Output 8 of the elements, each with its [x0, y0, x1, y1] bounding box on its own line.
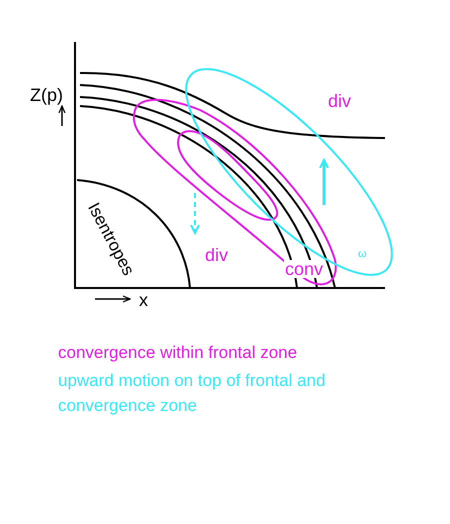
caption-text: convergence within frontal zone: [58, 342, 298, 364]
axis-label: Z(p): [30, 86, 63, 104]
axis-label: x: [139, 291, 148, 309]
omega-label: ω: [358, 249, 367, 260]
caption-text: upward motion on top of frontal and convergence zone: [58, 370, 326, 417]
convergence-label: conv: [284, 260, 324, 278]
divergence-label: div: [328, 92, 352, 110]
divergence-label: div: [205, 246, 228, 264]
